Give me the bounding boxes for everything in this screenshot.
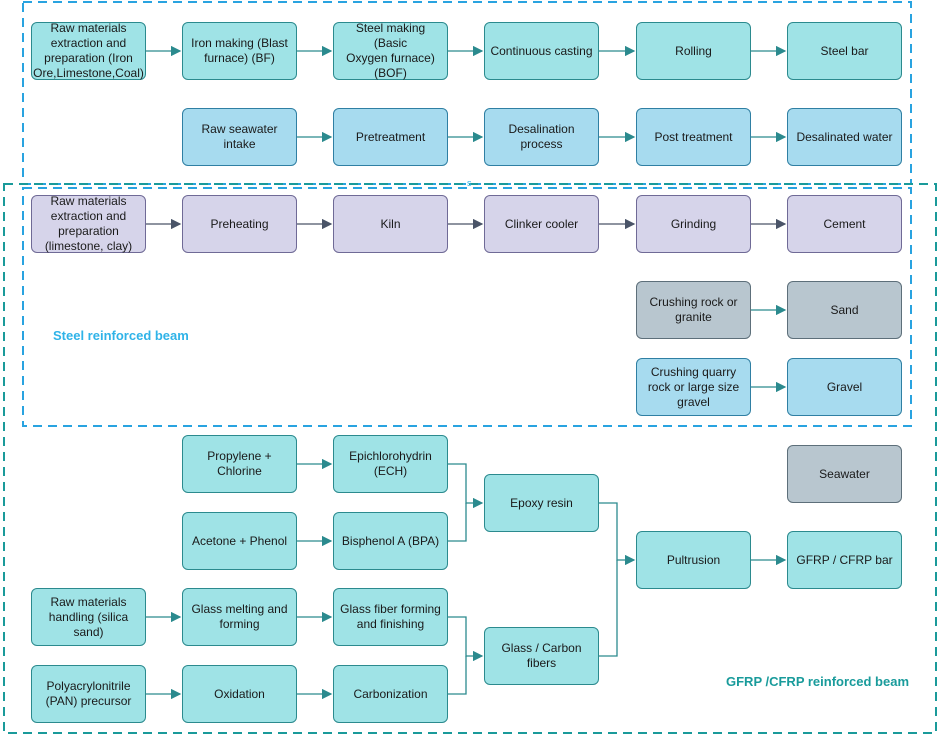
node-clinker-cooler: Clinker cooler <box>484 195 599 253</box>
node-seawater: Seawater <box>787 445 902 503</box>
node-glass-carbon-fibers: Glass / Carbon fibers <box>484 627 599 685</box>
node-steel-making: Steel making (Basic Oxygen furnace) (BOF… <box>333 21 448 80</box>
node-pretreatment: Pretreatment <box>333 108 448 166</box>
node-grinding: Grinding <box>636 195 751 253</box>
node-desalinated-water: Desalinated water <box>787 108 902 166</box>
node-crushing-quarry: Crushing quarry rock or large size grave… <box>636 358 751 416</box>
frp-region-label: GFRP /CFRP reinforced beam <box>726 674 910 689</box>
connector-epoxy-to-pultrusion <box>599 502 636 566</box>
node-pultrusion: Pultrusion <box>636 531 751 589</box>
steel-region-top-outline <box>22 1 912 185</box>
connector-ech-to-epoxy <box>448 463 484 509</box>
node-rolling: Rolling <box>636 22 751 80</box>
node-glass-fiber-forming: Glass fiber forming and finishing <box>333 588 448 646</box>
node-oxidation: Oxidation <box>182 665 297 723</box>
connector-carbonization-to-fibers <box>448 656 467 695</box>
node-carbonization: Carbonization <box>333 665 448 723</box>
node-pan-precursor: Polyacrylonitrile (PAN) precursor <box>31 665 146 723</box>
node-continuous-casting: Continuous casting <box>484 22 599 80</box>
steel-region-label: Steel reinforced beam <box>53 328 189 343</box>
node-raw-silica: Raw materials handling (silica sand) <box>31 588 146 646</box>
node-propylene: Propylene + Chlorine <box>182 435 297 493</box>
node-raw-iron: Raw materials extraction and preparation… <box>31 21 146 80</box>
node-bpa: Bisphenol A (BPA) <box>333 512 448 570</box>
node-glass-melting: Glass melting and forming <box>182 588 297 646</box>
node-cement: Cement <box>787 195 902 253</box>
node-sand: Sand <box>787 281 902 339</box>
node-raw-cement: Raw materials extraction and preparation… <box>31 194 146 253</box>
node-frp-bar: GFRP / CFRP bar <box>787 531 902 589</box>
connector-bpa-to-epoxy <box>448 503 467 542</box>
node-preheating: Preheating <box>182 195 297 253</box>
node-acetone-phenol: Acetone + Phenol <box>182 512 297 570</box>
node-crushing-granite: Crushing rock or granite <box>636 281 751 339</box>
node-steel-bar: Steel bar <box>787 22 902 80</box>
node-epoxy-resin: Epoxy resin <box>484 474 599 532</box>
node-raw-seawater: Raw seawater intake <box>182 108 297 166</box>
node-desalination: Desalination process <box>484 108 599 166</box>
steel-region-bottom-outline <box>22 187 912 427</box>
node-ech: Epichlorohydrin (ECH) <box>333 435 448 493</box>
connector-glass-fiber-to-fibers <box>448 616 484 662</box>
node-iron-making: Iron making (Blast furnace) (BF) <box>182 22 297 80</box>
connector-fibers-to-pultrusion <box>599 560 618 657</box>
node-kiln: Kiln <box>333 195 448 253</box>
region-marker: s <box>467 178 472 188</box>
node-post-treatment: Post treatment <box>636 108 751 166</box>
node-gravel: Gravel <box>787 358 902 416</box>
frp-region-outline <box>3 183 937 734</box>
